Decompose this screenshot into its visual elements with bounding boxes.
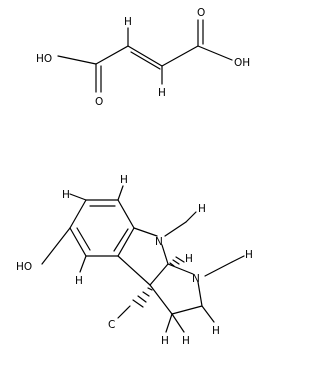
atom-h-ar-bottom: H [75,275,83,287]
bond-n-me [164,221,187,237]
bond-c2-c3-a [127,45,163,67]
atom-methyl2-h: H [245,249,253,261]
atom-n-indoline: N [155,236,163,248]
bond-c2-c3a [149,284,173,315]
atom-h-c1-a: H [212,325,220,337]
bond-n2-me-h [231,255,245,263]
atom-h-right: H [158,87,166,99]
bond-n2-c1 [197,281,203,307]
bond-ar-3b [113,228,129,252]
bond-ar-5b [76,227,91,251]
atom-h-stereo: H [185,253,193,265]
bond-ar-h2 [117,185,124,201]
atom-h-c2-a: H [161,335,169,347]
bond-c8a-n2 [167,263,194,275]
atom-h-ar-top-right: H [120,174,128,186]
bond-c1-oh [57,55,97,65]
bond-c2-c3-b [130,51,161,70]
bond-ar-6 [69,199,87,229]
bond-ar-3 [117,227,135,257]
atom-ho-left: HO [36,53,52,65]
bond-c1-h-a [201,305,215,323]
bond-c3a-c3b [117,255,151,286]
atom-oh-right: OH [234,57,250,69]
atom-h-left: H [124,16,132,28]
bond-c3-c4 [161,45,199,67]
hashed-bond-methyl [132,287,153,308]
atom-h-ar-top-left: H [62,189,70,201]
bond-ar-oh [41,227,71,265]
structure-canvas: HO O H H O OH [16,7,253,347]
atom-oh-substituent: HO [16,261,32,273]
bond-c7a-n [133,227,158,237]
bond-c2-h-b [171,313,185,333]
atom-methyl-h: H [198,203,206,215]
atom-methyl-c: C [108,319,115,331]
bond-c8a-c3a [149,263,169,286]
bond-n-c8a [161,244,169,265]
bond-ar-h1 [69,193,87,201]
bond-ar-2 [117,199,135,229]
bond-n2-me [204,261,233,277]
hashed-bond-h [169,256,185,267]
bond-ar-5 [69,227,87,257]
atom-o-left: O [95,96,103,108]
bond-n-me-h [185,211,197,223]
bond-methyl-c [117,305,131,319]
atom-o-top: O [197,7,205,19]
atom-n-pyrrolidine: N [192,273,200,285]
bond-c2-h-a [165,313,173,333]
pyrroloindole-molecule: H H H N N H HO H H H C H H [16,174,253,347]
bond-c1-c2 [95,45,129,65]
atom-h-c2-b: H [182,335,190,347]
bond-ar-h3 [79,255,87,273]
bond-c1-c2 [171,305,203,315]
fumaric-acid-molecule: HO O H H O OH [36,7,250,108]
bond-c4-oh [197,45,233,61]
